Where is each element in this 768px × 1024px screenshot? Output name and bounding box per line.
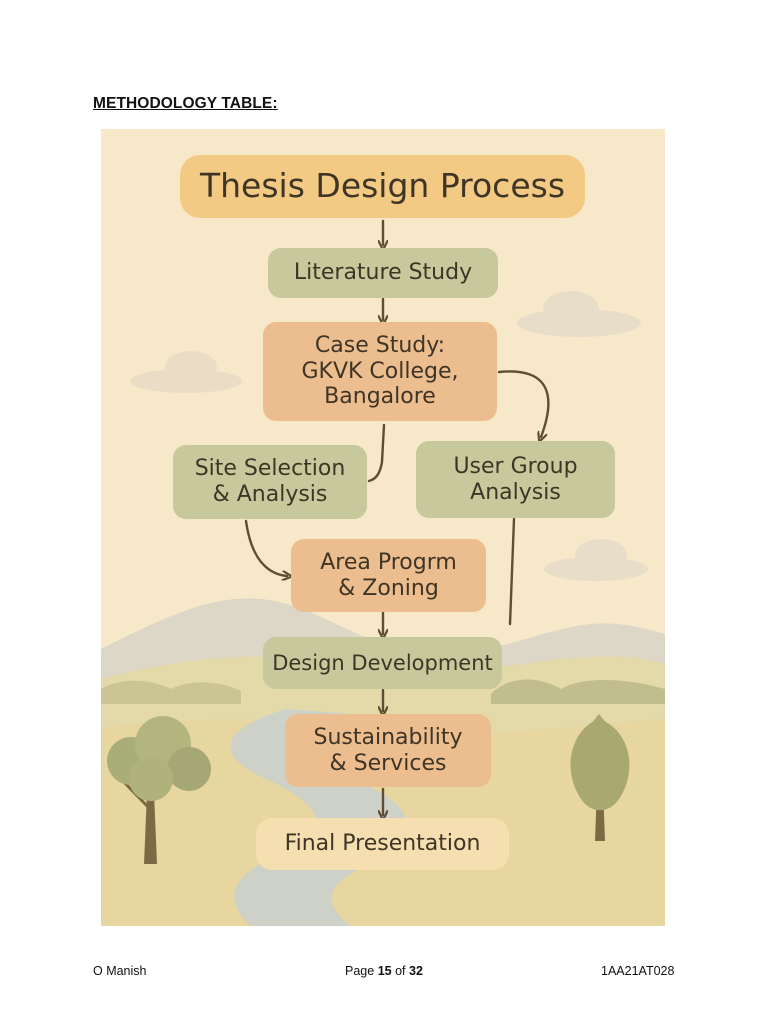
node-design-development: Design Development (263, 637, 502, 689)
node-case-study: Case Study: GKVK College, Bangalore (263, 322, 497, 421)
footer-id: 1AA21AT028 (601, 964, 674, 978)
node-area-program: Area Progrm & Zoning (291, 539, 486, 612)
section-title: METHODOLOGY TABLE: (93, 95, 278, 113)
footer-page-total: 32 (409, 964, 423, 978)
diagram-title: Thesis Design Process (180, 155, 585, 218)
footer-page-word: Page (345, 964, 374, 978)
node-site-selection: Site Selection & Analysis (173, 445, 367, 519)
node-sustainability: Sustainability & Services (285, 714, 491, 787)
footer-page-current: 15 (378, 964, 392, 978)
footer-page-of: of (395, 964, 405, 978)
node-final-presentation: Final Presentation (256, 818, 509, 870)
node-user-group-analysis: User Group Analysis (416, 441, 615, 518)
node-literature-study: Literature Study (268, 248, 498, 298)
footer-author: O Manish (93, 964, 147, 978)
methodology-diagram: Thesis Design Process Literature Study C… (101, 129, 665, 926)
footer-page-number: Page 15 of 32 (345, 964, 423, 978)
